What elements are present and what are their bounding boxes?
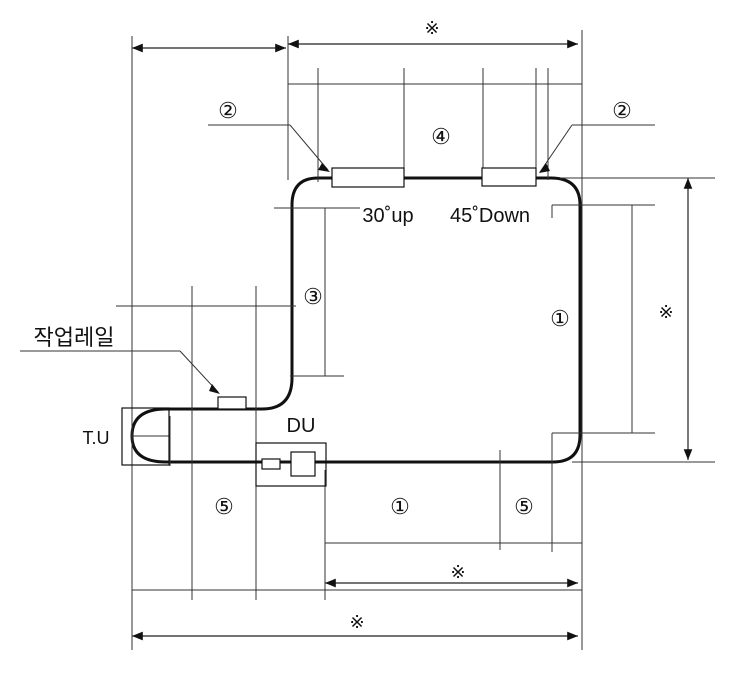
ref-1-bottom-label: ① [390, 494, 410, 519]
drive-gear [261, 458, 281, 470]
extension-lines [20, 30, 715, 650]
ref-1-right-label: ① [550, 306, 570, 331]
down-45-label: 45˚Down [450, 205, 530, 227]
ref-2-right-label: ② [612, 98, 632, 123]
drive-unit-label: DU [287, 415, 316, 437]
rail-segment-45down [481, 167, 537, 187]
equipment [121, 167, 537, 487]
ref-2-left-label: ② [218, 98, 238, 123]
ref-mark-right: ※ [658, 302, 673, 322]
up-30-label: 30˚up [362, 205, 413, 227]
drive-unit-box [255, 442, 327, 487]
drive-motor [290, 451, 316, 477]
take-up-label: T.U [83, 428, 110, 448]
ref-mark-lower: ※ [450, 562, 465, 582]
ref-4-label: ④ [431, 124, 451, 149]
dimension-lines [132, 39, 693, 641]
ref-mark-top: ※ [424, 18, 439, 38]
ref-5-left-label: ⑤ [214, 494, 234, 519]
ref-3-label: ③ [303, 284, 323, 309]
rail-segment-30up [331, 167, 405, 188]
work-rail-box [217, 396, 247, 410]
ref-mark-bottom: ※ [349, 612, 364, 632]
take-up-box [121, 407, 170, 466]
ref-5-right-label: ⑤ [514, 494, 534, 519]
work-rail-label: 작업레일 [34, 325, 115, 350]
